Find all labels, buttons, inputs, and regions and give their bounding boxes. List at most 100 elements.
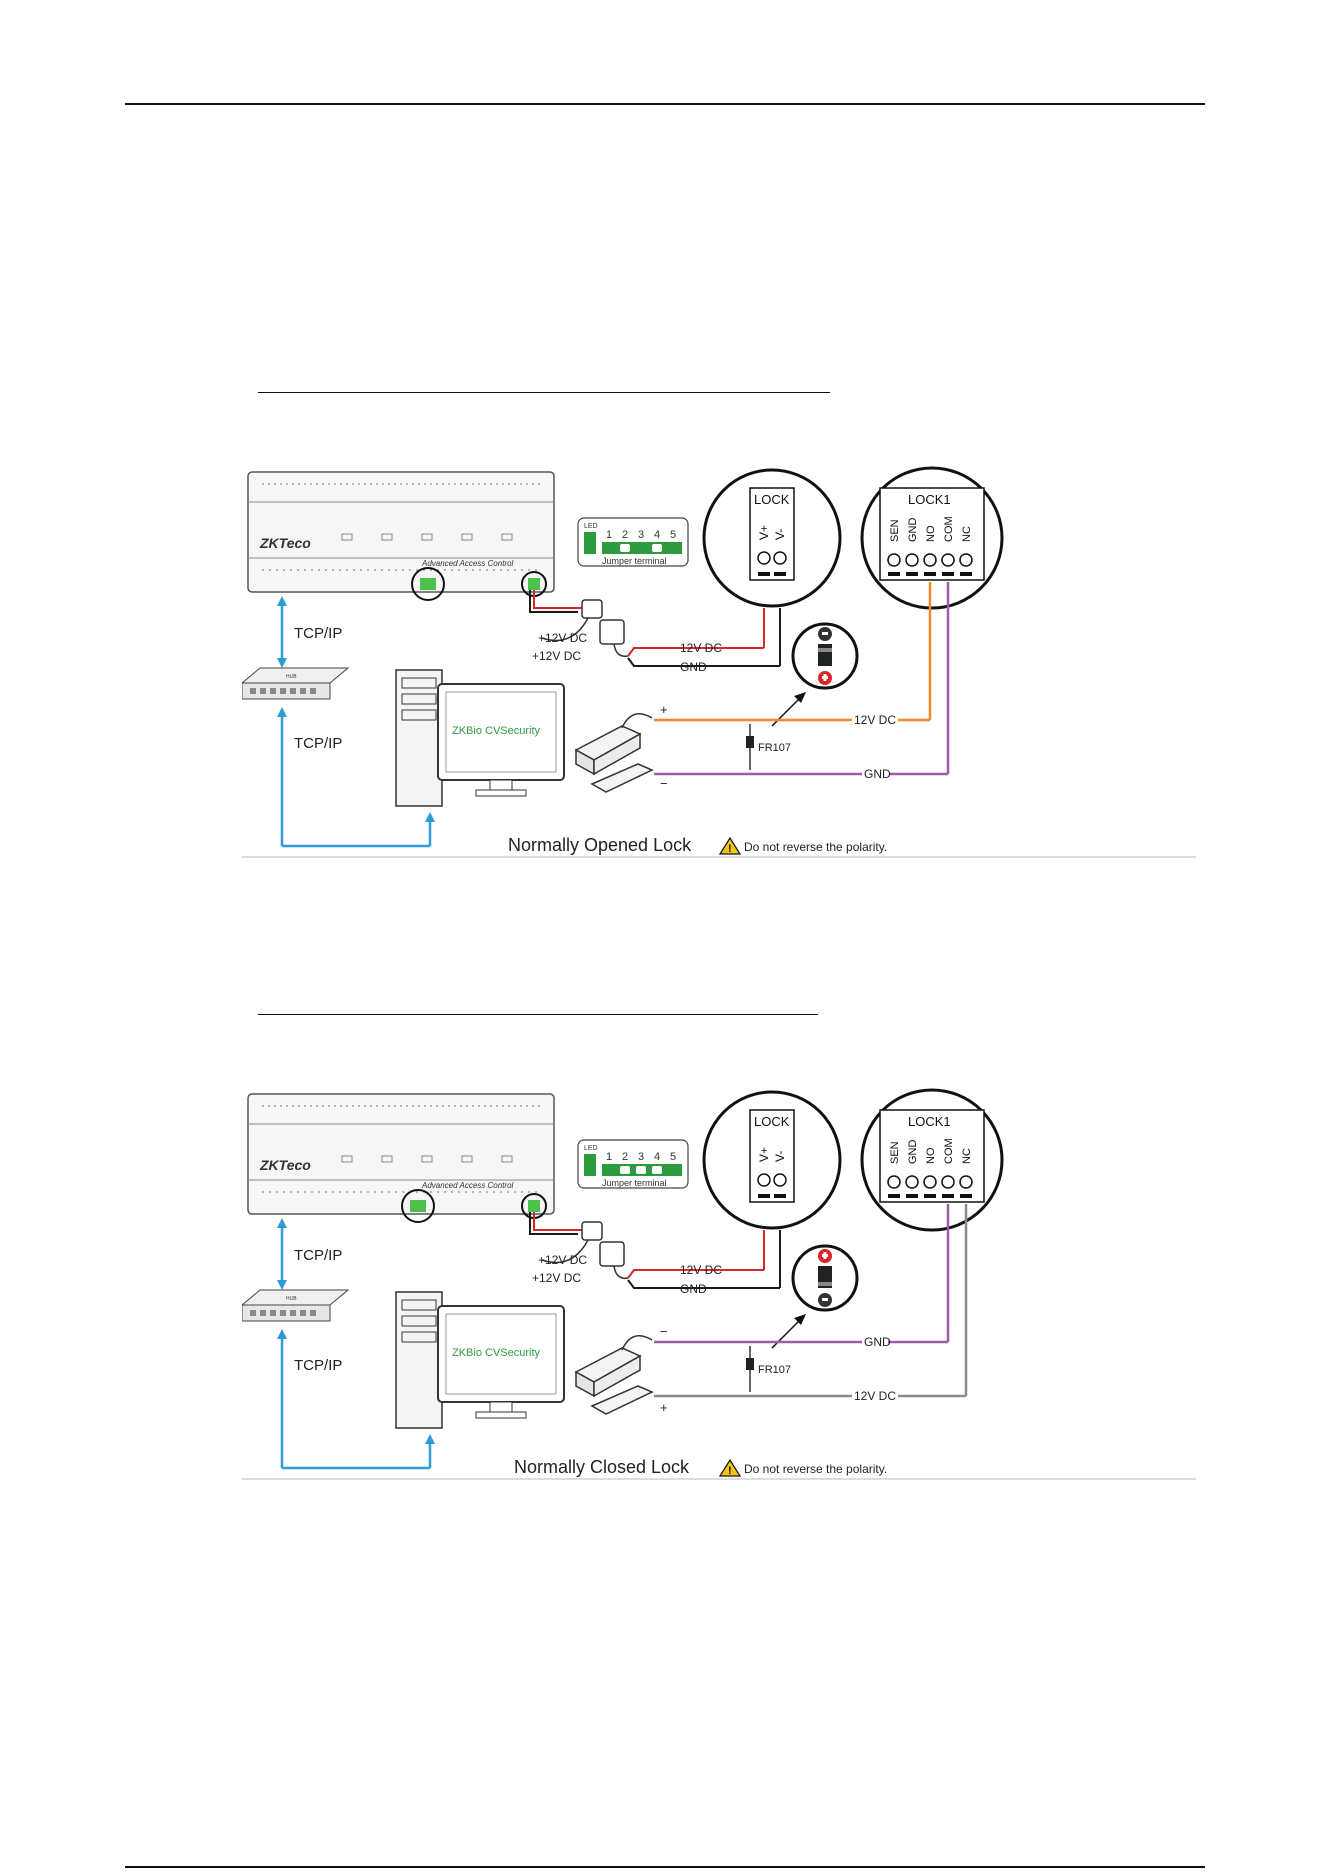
jumper-number: 2 [622,529,628,541]
page-header-rule [125,103,1205,105]
jumper-terminal: LED 1 2 3 4 5 Jumper terminal [577,517,689,567]
led-label: LED [584,1145,598,1152]
page-footer-rule [125,1866,1205,1868]
jumper-number: 3 [638,1151,644,1163]
lower-wire-sign: + [660,1400,668,1415]
lock1-terminal: LOCK1 SEN GND NO COM NC [860,1088,1004,1232]
controller-power-adapter: +12V DC [529,1212,603,1285]
jumper-number: 1 [606,1151,612,1163]
gnd-label: GND [680,660,707,674]
lock-adapter-label: +12V DC [538,1253,587,1267]
computer-workstation: ZKBio CVSecurity [395,1291,565,1429]
jumper-number: 4 [654,1151,660,1163]
lock1-pin-nc: NC [961,526,973,542]
lock1-pin-com: COM [943,516,955,542]
warning-note: ! Do not reverse the polarity. [718,836,887,855]
lock-terminal: LOCK V+ V- [702,468,842,608]
warning-note: ! Do not reverse the polarity. [718,1458,887,1477]
lower-wire-label: 12V DC [854,1389,896,1403]
lock1-terminal-title: LOCK1 [908,492,951,507]
controller-adapter-label: +12V DC [532,649,581,663]
lower-wire-sign: − [660,776,668,791]
controller-power-adapter: +12V DC [529,590,603,663]
warning-icon [718,1458,742,1477]
controller-brand: ZKTeco [259,535,311,551]
svg-text:!: ! [728,1465,732,1477]
lock-pin-vminus: V- [773,1151,787,1162]
diode-detail [771,622,859,727]
jumper-number: 2 [622,1151,628,1163]
svg-text:!: ! [728,843,732,855]
lock1-pin-sen: SEN [889,1141,901,1164]
led-label: LED [584,523,598,530]
electric-lock-device [574,1335,654,1415]
lock-adapter-label: +12V DC [538,631,587,645]
software-name: ZKBio CVSecurity [452,725,541,737]
tcpip-label-top: TCP/IP [294,1247,342,1264]
lock-wiring: 12V DC + GND − FR107 [654,582,950,791]
diode-label: FR107 [758,742,791,754]
dc-label: 12V DC [680,641,722,655]
section-heading-underline [258,392,830,393]
jumper-number: 3 [638,529,644,541]
diagram-caption: Normally Closed Lock [514,1457,690,1477]
lock-power-supply: +12V DC 12V DC GND [538,1230,781,1296]
upper-wire-sign: − [660,1324,668,1339]
dc-label: 12V DC [680,1263,722,1277]
lock-terminal-title: LOCK [754,1114,790,1129]
section-heading-underline [258,1014,818,1015]
switch-brand: HUB [286,674,297,680]
wiring-diagram-normally-opened: ZKTeco Advanced Access Control LED 1 2 3… [242,458,1196,858]
electric-lock-device [574,713,654,793]
switch-brand: HUB [286,1296,297,1302]
lock1-pin-no: NO [925,525,937,542]
jumper-caption: Jumper terminal [602,556,667,566]
network-switch: HUB [242,1289,350,1322]
wiring-diagram-normally-closed: ZKTeco Advanced Access Control LED 1 2 3… [242,1080,1196,1480]
jumper-number: 1 [606,529,612,541]
lock-terminal: LOCK V+ V- [702,1090,842,1230]
diode-label: FR107 [758,1364,791,1376]
tcpip-label-top: TCP/IP [294,625,342,642]
lock1-terminal-title: LOCK1 [908,1114,951,1129]
lock-power-supply: +12V DC 12V DC GND [538,608,781,674]
lock-wiring: GND − 12V DC + FR107 [654,1204,968,1415]
jumper-number: 4 [654,529,660,541]
tcpip-label-bottom: TCP/IP [294,1357,342,1374]
controller-model: Advanced Access Control [421,559,514,568]
upper-wire-label: 12V DC [854,713,896,727]
lock-pin-vminus: V- [773,529,787,540]
network-links: TCP/IP HUB TCP/IP [242,1218,435,1470]
lock1-pin-gnd: GND [907,1140,919,1165]
lock-terminal-title: LOCK [754,492,790,507]
controller-brand: ZKTeco [259,1157,311,1173]
relay-highlight-circle [411,567,445,601]
jumper-number: 5 [670,1151,676,1163]
diode-detail [771,1244,859,1349]
warning-text: Do not reverse the polarity. [744,840,887,854]
relay-highlight-circle [401,1189,435,1223]
jumper-terminal: LED 1 2 3 4 5 Jumper terminal [577,1139,689,1189]
lock1-pin-gnd: GND [907,518,919,543]
upper-wire-label: GND [864,1335,891,1349]
software-name: ZKBio CVSecurity [452,1347,541,1359]
upper-wire-sign: + [660,702,668,717]
controller-adapter-label: +12V DC [532,1271,581,1285]
lock-pin-vplus: V+ [757,1147,771,1162]
lock1-pin-nc: NC [961,1148,973,1164]
lock-pin-vplus: V+ [757,525,771,540]
lower-wire-label: GND [864,767,891,781]
controller-model: Advanced Access Control [421,1181,514,1190]
lock1-pin-com: COM [943,1138,955,1164]
tcpip-label-bottom: TCP/IP [294,735,342,752]
access-controller: ZKTeco Advanced Access Control [247,1093,555,1223]
lock1-terminal: LOCK1 SEN GND NO COM NC [860,466,1004,610]
lock1-pin-no: NO [925,1147,937,1164]
computer-workstation: ZKBio CVSecurity [395,669,565,807]
access-controller: ZKTeco Advanced Access Control [247,471,555,601]
diagram-caption: Normally Opened Lock [508,835,692,855]
warning-icon [718,836,742,855]
warning-text: Do not reverse the polarity. [744,1462,887,1476]
gnd-label: GND [680,1282,707,1296]
lock1-pin-sen: SEN [889,519,901,542]
